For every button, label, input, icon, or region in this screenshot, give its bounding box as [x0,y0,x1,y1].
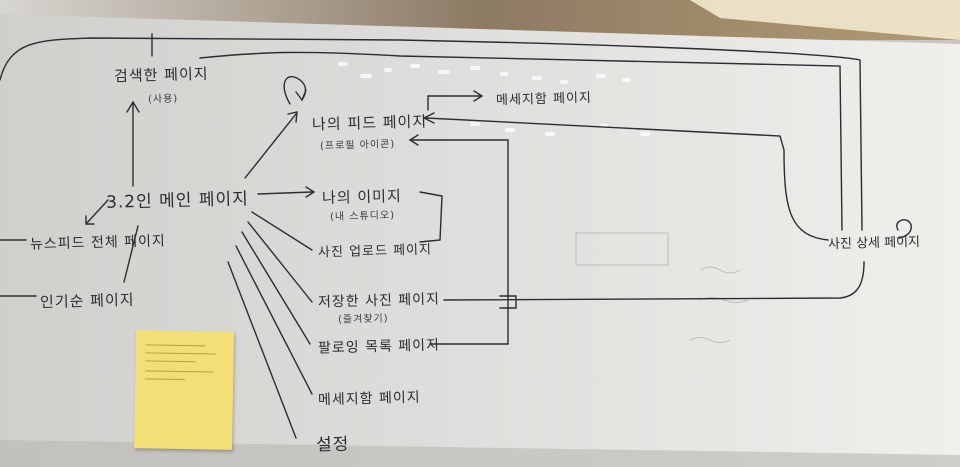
ceiling-light [690,0,960,40]
photo-upload-page-label: 사진 업로드 페이지 [317,242,433,261]
search-page-sublabel: (사용) [147,93,179,106]
search-page-label: 검색한 페이지 [113,64,209,86]
photo-detail-page-label: 사진 상세 페이지 [827,234,921,253]
newsfeed-all-page-label: 뉴스피드 전체 페이지 [29,233,167,253]
saved-photo-page-label: 저장한 사진 페이지 [317,291,441,311]
my-image-sublabel: (내 스튜디오) [329,210,396,223]
main-page-label: 3.2인 메인 페이지 [105,189,249,213]
faded-writing [575,232,749,343]
diagram-connectors [0,33,912,439]
settings-label: 설정 [315,434,350,456]
saved-photo-page-sublabel: (즐겨찾기) [337,313,389,326]
popular-page-label: 인기순 페이지 [39,290,135,312]
my-feed-page-label: 나의 피드 페이지 [311,112,428,134]
message-page-top-label: 메세지함 페이지 [495,90,593,109]
light-reflections [338,62,650,136]
my-feed-page-sublabel: (프로필 아이콘) [319,139,396,152]
my-image-label: 나의 이미지 [321,186,403,208]
sticky-note [133,330,235,450]
board-bottom-shadow [0,440,960,467]
whiteboard-surface [0,14,960,467]
follow-list-page-label: 팔로잉 목록 페이지 [317,337,441,357]
message-page-bottom-label: 메세지함 페이지 [317,389,421,409]
